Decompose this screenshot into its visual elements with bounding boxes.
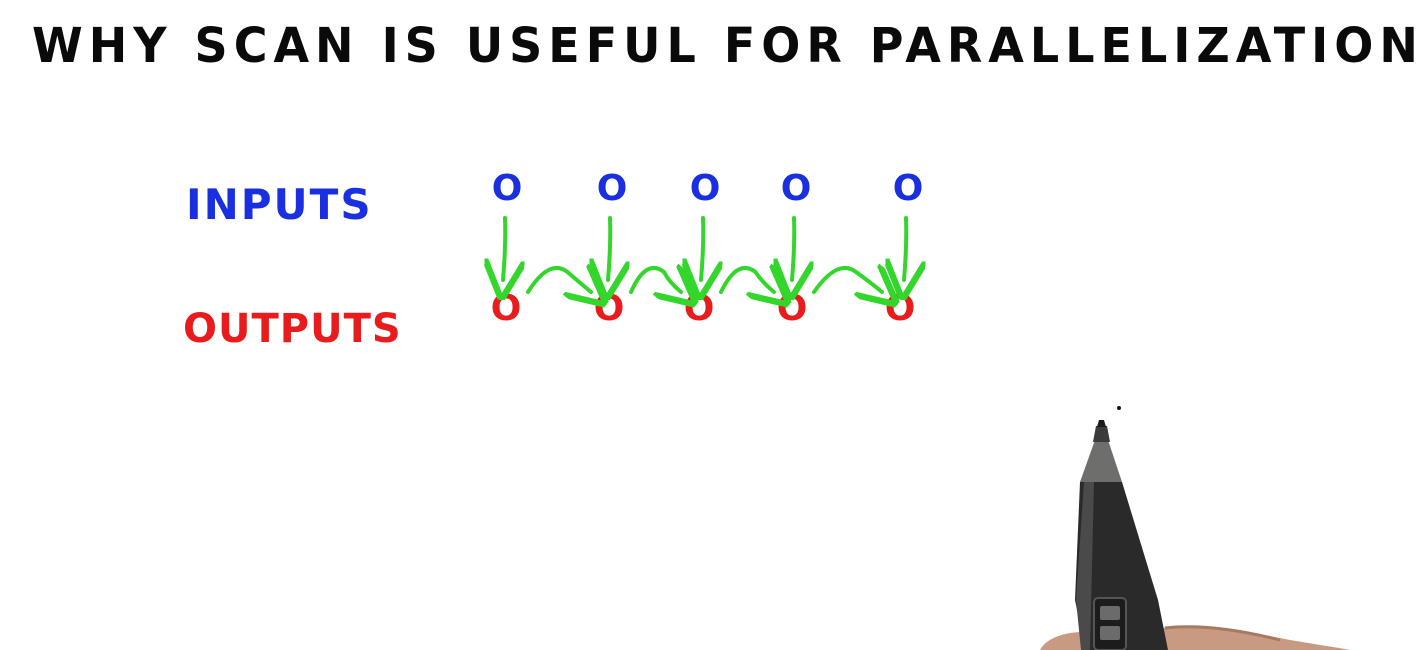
input-node: O xyxy=(781,168,812,209)
diagram-title: WHY SCAN IS USEFUL FOR PARALLELIZATION xyxy=(32,16,1424,74)
output-node: O xyxy=(594,288,625,329)
chain-arrows xyxy=(526,268,882,292)
chain-arrow xyxy=(629,268,681,292)
input-node: O xyxy=(597,168,628,209)
down-arrow xyxy=(792,216,794,280)
down-arrow xyxy=(701,216,703,280)
chain-arrow xyxy=(526,268,591,292)
down-arrow xyxy=(904,216,906,280)
outputs-label: OUTPUTS xyxy=(183,306,402,352)
input-node: O xyxy=(893,168,924,209)
output-node: O xyxy=(491,288,522,329)
output-node: O xyxy=(885,288,916,329)
input-node: O xyxy=(492,168,523,209)
inputs-label: INPUTS xyxy=(186,180,373,229)
chain-arrow xyxy=(719,268,774,292)
output-node: O xyxy=(777,288,808,329)
down-arrow xyxy=(608,216,610,280)
input-node: O xyxy=(690,168,721,209)
down-arrow xyxy=(503,216,505,280)
output-node: O xyxy=(684,288,715,329)
chain-arrow xyxy=(812,268,882,292)
